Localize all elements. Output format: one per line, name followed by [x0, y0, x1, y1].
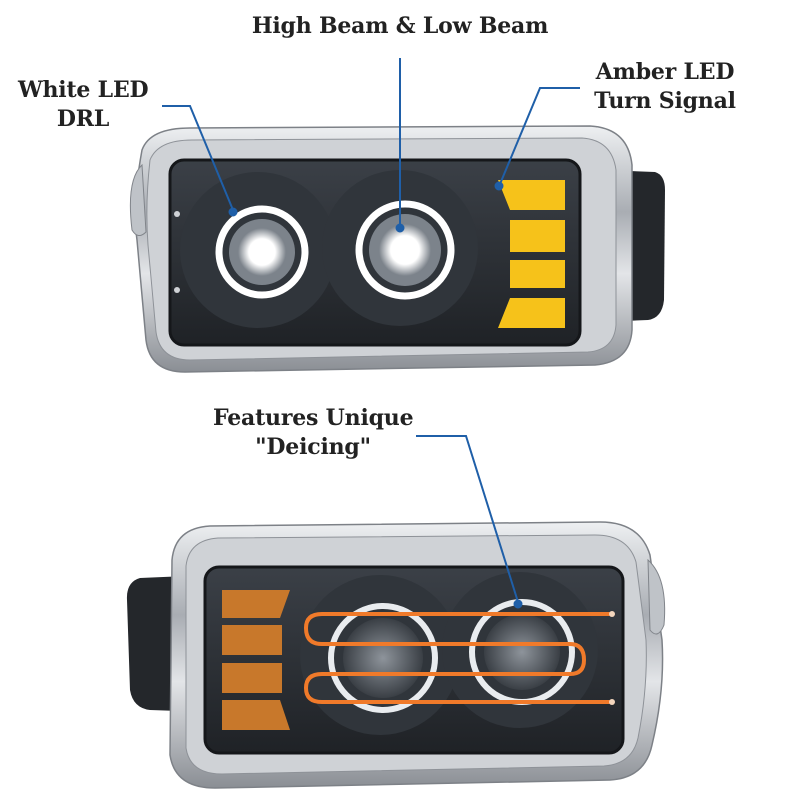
bottom-amber-block-4 [222, 700, 290, 730]
bottom-mount-tab [647, 558, 666, 635]
callout-dot-deice [513, 599, 523, 609]
deicing-label: Features Unique "Deicing" [213, 404, 414, 462]
amber-label-line1: Amber LED [595, 59, 735, 85]
bottom-projector-right [484, 614, 560, 690]
amber-led-block-3 [510, 260, 565, 288]
white-led-drl-label: White LED DRL [18, 76, 149, 134]
callout-line-amber [499, 87, 580, 185]
bottom-headlight [126, 521, 666, 789]
top-screw-1 [174, 211, 180, 217]
high-low-beam-label: High Beam & Low Beam [251, 13, 549, 39]
amber-led-block-1 [498, 180, 565, 210]
callout-line-drl [162, 105, 234, 211]
top-screw-2 [174, 287, 180, 293]
callout-dot-beams [395, 223, 405, 233]
amber-turn-signal-label: Amber LED Turn Signal [590, 58, 740, 116]
deicing-heater-wire [303, 612, 612, 704]
drl-label-line2: DRL [56, 106, 110, 132]
bottom-drl-ring-left [328, 603, 438, 713]
drl-label-line1: White LED [18, 77, 149, 103]
bottom-amber-block-2 [222, 625, 282, 655]
top-amber-turn-signal [498, 180, 565, 328]
top-high-beam-bulb [379, 224, 431, 276]
callout-dot-amber [494, 181, 504, 191]
callout-line-deice [416, 435, 519, 603]
callout-lines [162, 58, 580, 609]
bottom-projector-left [343, 618, 423, 698]
callout-dot-drl [228, 207, 238, 217]
deice-label-line2: "Deicing" [255, 434, 371, 460]
amber-led-block-4 [498, 298, 565, 328]
heater-terminal-1 [609, 611, 615, 617]
top-drl-ring-left [215, 205, 309, 299]
top-mount-tab [129, 163, 147, 236]
amber-led-block-2 [510, 220, 565, 252]
deice-label-line1: Features Unique [213, 405, 414, 431]
bottom-amber-block-3 [222, 663, 282, 693]
bottom-amber-block-1 [222, 590, 290, 618]
heater-terminal-2 [609, 699, 615, 705]
top-drl-ring-right [355, 200, 455, 300]
bottom-amber-turn-signal [222, 590, 290, 730]
amber-label-line2: Turn Signal [594, 88, 736, 114]
top-headlight [129, 125, 665, 373]
top-low-beam-bulb [238, 228, 286, 276]
